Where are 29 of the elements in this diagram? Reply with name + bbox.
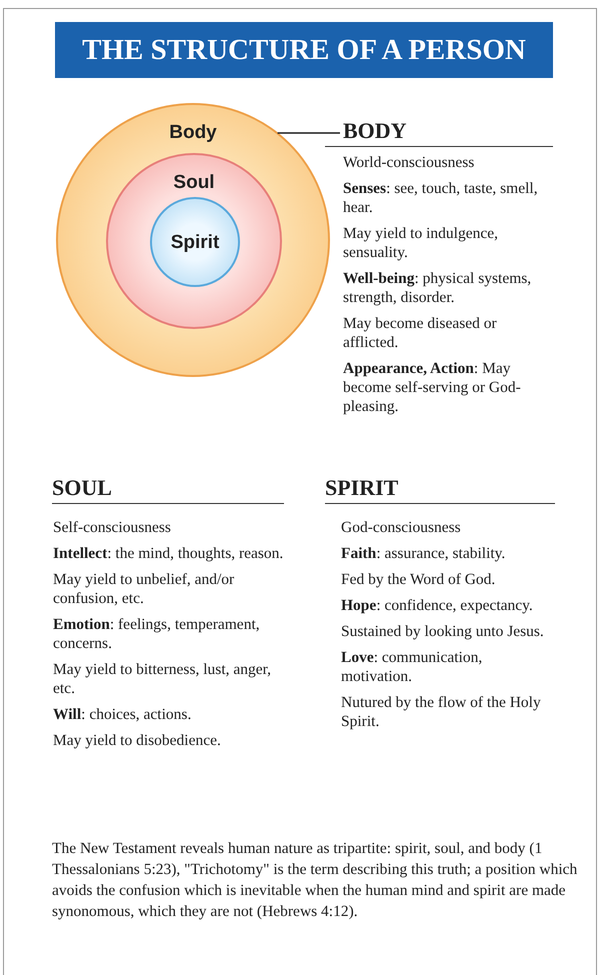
description-text: Senses: see, touch, taste, smell, hear. xyxy=(343,179,539,217)
leader-line xyxy=(278,132,340,134)
description-text: Love: communication, motivation. xyxy=(341,648,484,686)
description-text: May yield to indulgence, sensuality. xyxy=(343,224,499,262)
circle-label: Spirit xyxy=(170,232,220,254)
description-text: May become diseased or afflicted. xyxy=(343,314,498,352)
description-text: Will: choices, actions. xyxy=(53,705,192,724)
section-heading: SPIRIT xyxy=(325,475,555,504)
description-text: Sustained by looking unto Jesus. xyxy=(341,622,545,641)
title-banner: THE STRUCTURE OF A PERSON xyxy=(55,22,553,78)
description-text: Well-being: physical systems, strength, disorder. xyxy=(343,269,532,307)
description-text: World-consciousness xyxy=(343,153,476,172)
description-text: Fed by the Word of God. xyxy=(341,570,496,589)
section-heading: SOUL xyxy=(52,475,284,504)
description-text: May yield to disobedience. xyxy=(53,731,222,750)
description-text: Nutured by the flow of the Holy Spirit. xyxy=(341,693,542,731)
circle-label: Soul xyxy=(173,172,215,194)
description-text: Self-consciousness xyxy=(53,518,172,537)
description-text: May yield to unbelief, and/or confusion, etc. xyxy=(53,570,236,608)
description-text: May yield to bitterness, lust, anger, etc. xyxy=(53,660,272,698)
circle-label: Body xyxy=(169,122,217,144)
description-text: Emotion: feelings, temperament, concerns. xyxy=(53,615,261,653)
description-text: Faith: assurance, stability. xyxy=(341,544,506,563)
caption-text: The New Testament reveals human nature as tripartite: spirit, soul, and body (1 Thessalonians 5:23), "Trichotomy" is the term describing this truth; a position which avoids the confusion which is inevitable when the human mind and spirit are made synonomous, which they are not (Hebrews 4:12). xyxy=(52,839,578,922)
description-text: Intellect: the mind, thoughts, reason. xyxy=(53,544,284,563)
description-text: Hope: confidence, expectancy. xyxy=(341,596,534,615)
description-text: God-consciousness xyxy=(341,518,462,537)
description-text: Appearance, Action: May become self-serving or God-pleasing. xyxy=(343,359,522,416)
section-heading: BODY xyxy=(340,118,407,144)
